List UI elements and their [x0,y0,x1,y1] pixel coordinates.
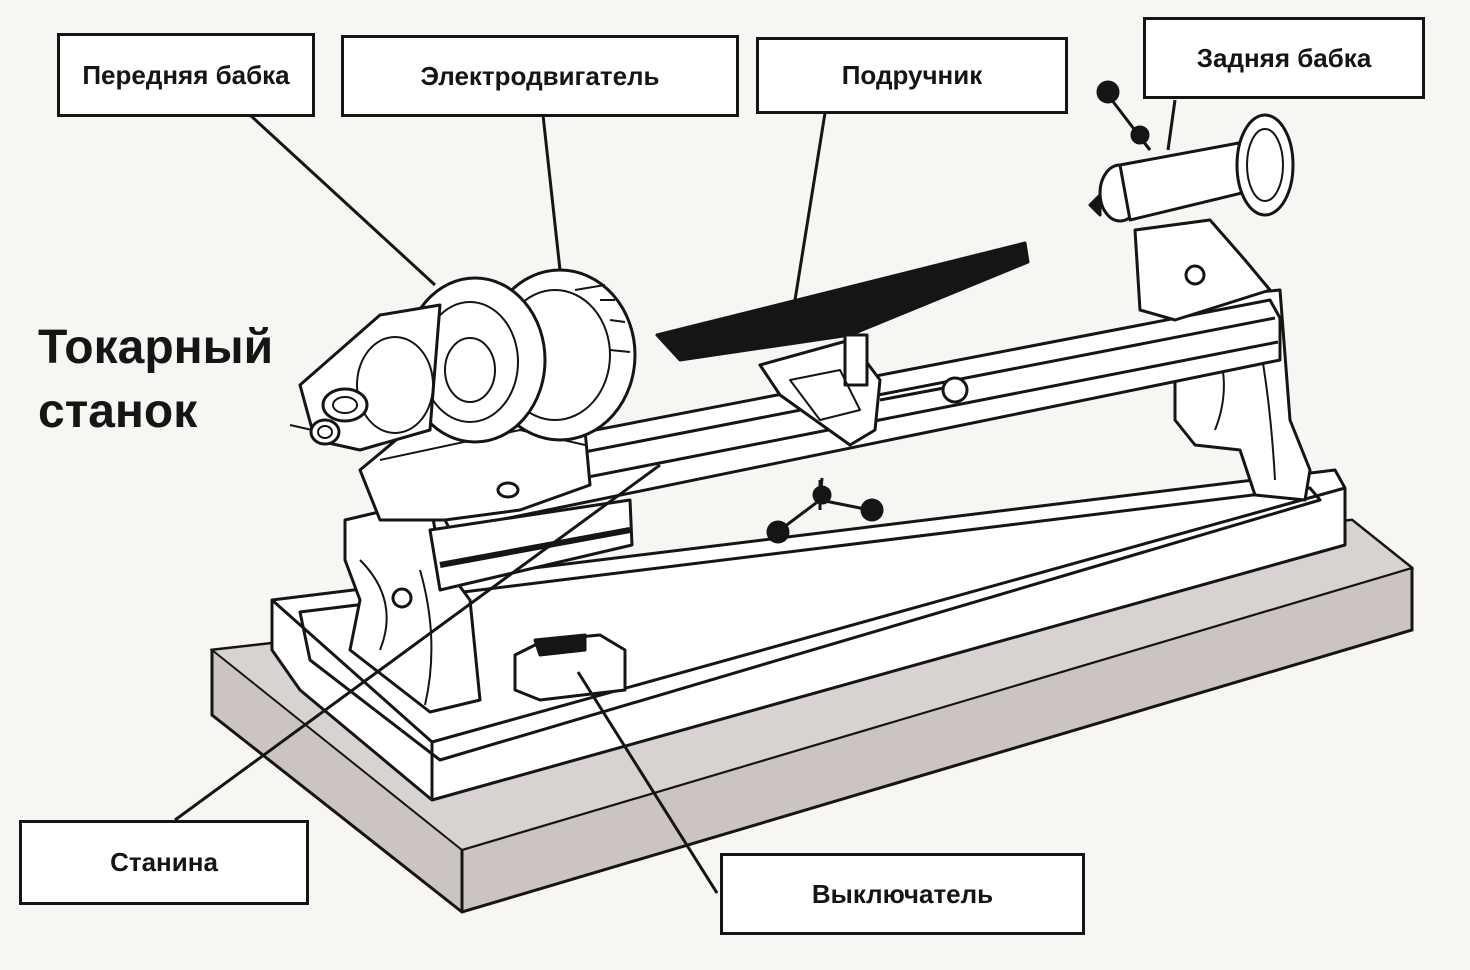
tailstock [1088,80,1295,322]
leader-motor [541,114,562,271]
switch-box [513,633,627,702]
leader-tailstock [1166,99,1177,151]
leader-tool-rest [793,112,827,301]
leader-lines [174,99,1177,894]
label-motor: Электродвигатель [341,35,739,117]
diagram-title: Токарный станок [38,316,273,444]
leader-bed [174,463,661,822]
label-tool-rest: Подручник [756,37,1068,114]
title-line-1: Токарный [38,321,274,374]
leader-headstock [248,113,437,287]
leader-switch [576,671,719,894]
label-switch: Выключатель [720,853,1085,935]
label-tailstock: Задняя бабка [1143,17,1425,99]
title-line-2: станок [38,385,198,438]
label-headstock: Передняя бабка [57,33,315,117]
tool-rest [655,241,1030,544]
headstock-body [289,268,637,522]
label-bed: Станина [19,820,309,905]
